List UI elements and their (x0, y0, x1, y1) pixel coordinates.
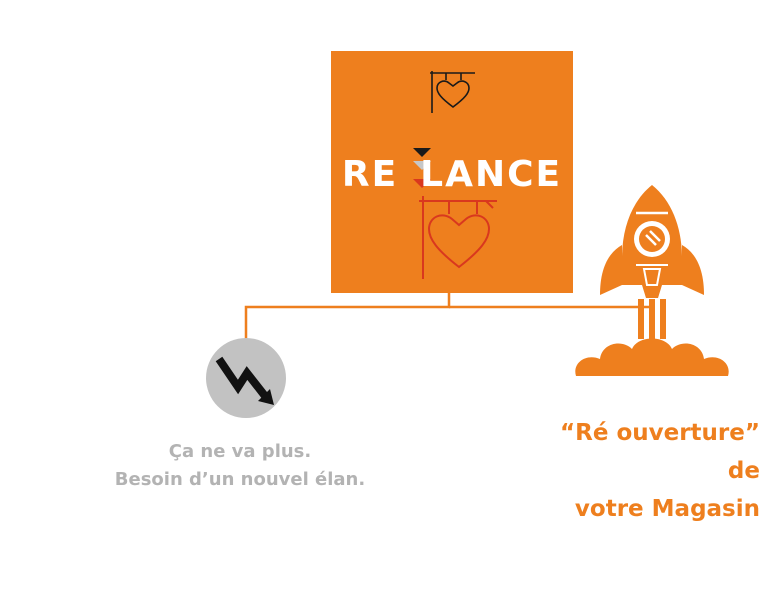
trend-down-arrow-icon (206, 338, 286, 418)
right-caption-line: votre Magasin (574, 496, 760, 522)
chevron-arrows-icon (413, 148, 431, 188)
logo-right-text: LANCE (420, 154, 563, 195)
right-caption-line: de (727, 458, 760, 484)
right-caption: “Ré ouverture” de votre Magasin (525, 414, 760, 528)
left-caption-line: Besoin d’un nouvel élan. (114, 469, 366, 490)
logo-wordmark: RE LANCE (331, 154, 573, 195)
relance-logo: RE LANCE (331, 51, 573, 293)
right-caption-line: “Ré ouverture” (560, 420, 760, 446)
logo-left-text: RE (341, 154, 399, 195)
connector-left (244, 293, 451, 340)
sign-heart-icon (413, 71, 497, 279)
left-caption-line: Ça ne va plus. (168, 441, 312, 462)
left-caption: Ça ne va plus. Besoin d’un nouvel élan. (105, 438, 375, 494)
rocket-launch-icon (575, 185, 729, 376)
